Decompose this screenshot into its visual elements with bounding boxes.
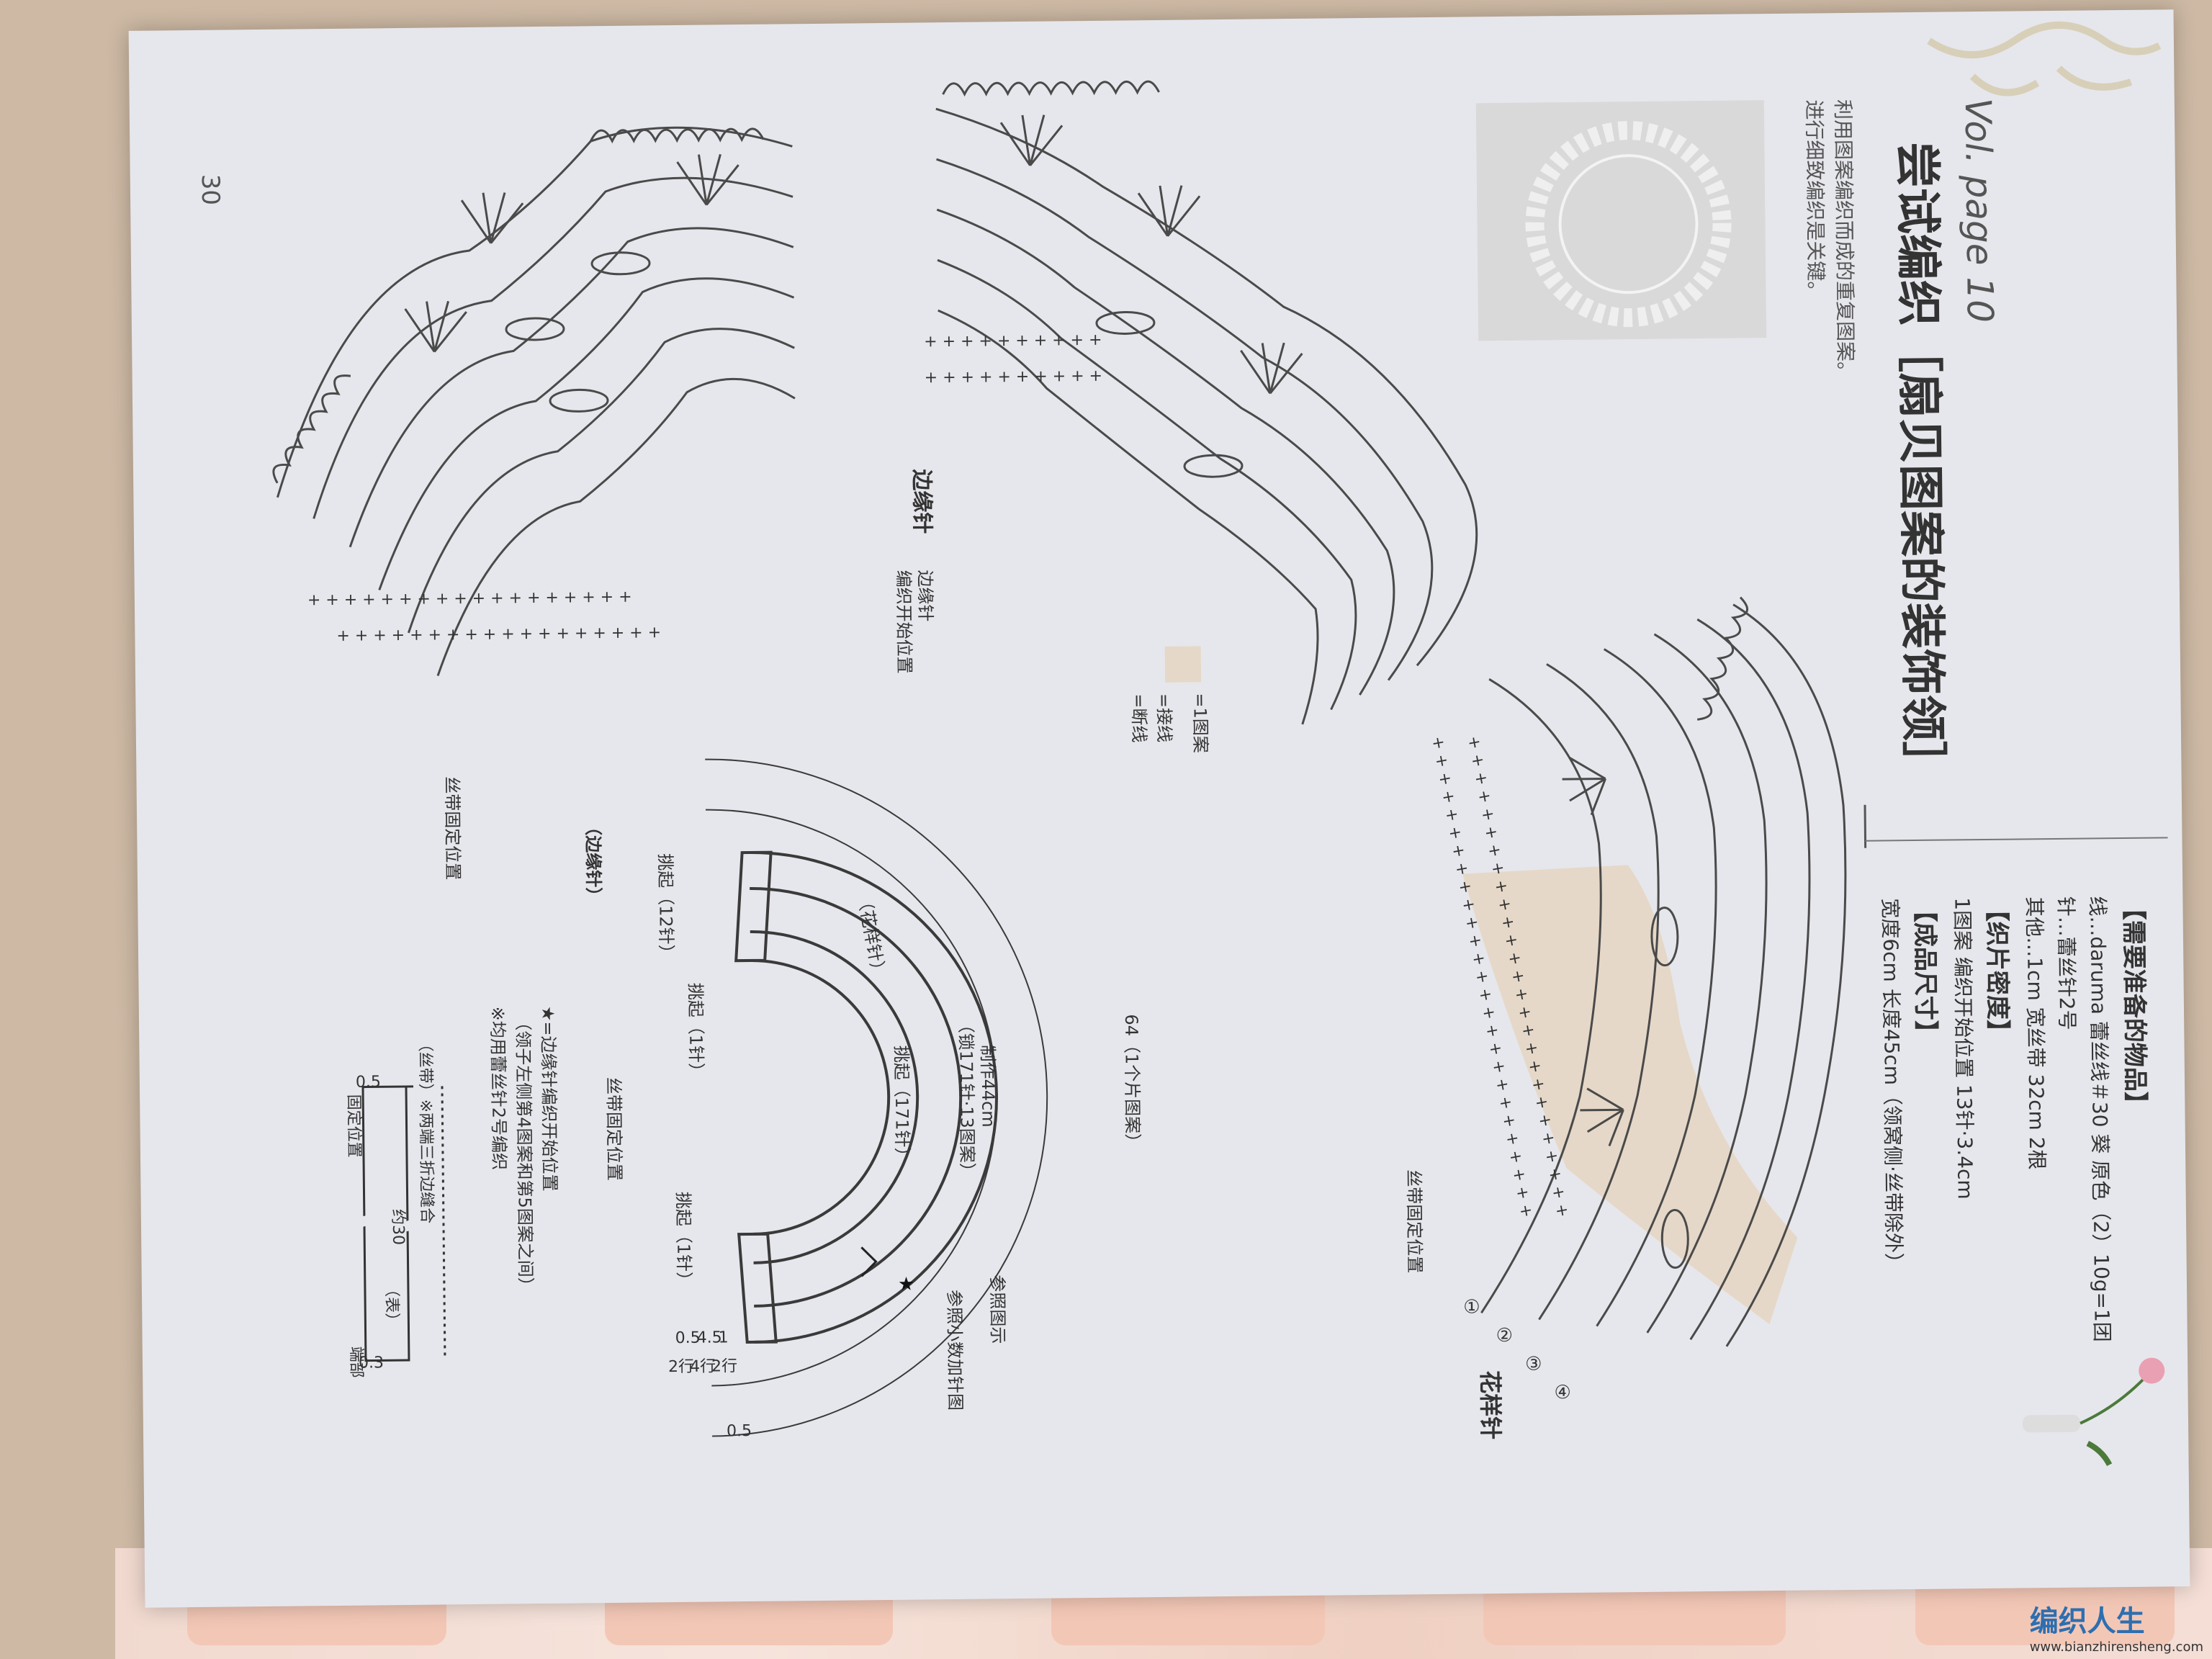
upper-chart-left-fans [404, 153, 739, 413]
svg-text:端部: 端部 [347, 1346, 365, 1378]
svg-text:0.5: 0.5 [675, 1329, 701, 1347]
legend-join-yarn: =接线 [1154, 693, 1174, 742]
svg-text:2行: 2行 [711, 1357, 737, 1375]
svg-text:（领子左侧第4图案和第5图案之间）: （领子左侧第4图案和第5图案之间） [513, 1013, 536, 1295]
svg-text:参照小数加针图: 参照小数加针图 [944, 1290, 966, 1411]
svg-text:4行: 4行 [690, 1357, 716, 1375]
svg-text:其他…1cm 宽丝带 32cm 2根: 其他…1cm 宽丝带 32cm 2根 [2022, 896, 2049, 1170]
svg-text:4.5: 4.5 [697, 1328, 722, 1346]
svg-text:①: ① [1463, 1296, 1480, 1318]
svg-text:【需要准备的物品】: 【需要准备的物品】 [2118, 896, 2149, 1116]
legend-pattern-unit: =1图案 [1190, 693, 1210, 753]
svg-text:+ + + + + + + + + +: + + + + + + + + + + [925, 367, 1103, 387]
svg-text:挑起（1针）: 挑起（1针） [673, 1192, 694, 1290]
ribbon-labels: 约30 （丝带）※两端三折边缝合 （表） 固定位置 端部 0.5 0.3 [344, 1036, 436, 1378]
ribbon-position-left: 丝带固定位置 [441, 776, 463, 880]
edge-stitch-start-position: 编织开始位置 [894, 570, 915, 674]
site-watermark: 编织人生 www.bianzhirensheng.com [2030, 1598, 2203, 1655]
legend-cut-yarn: =断线 [1128, 693, 1149, 742]
svg-text:+ + + + + + + + + +: + + + + + + + + + + [924, 331, 1102, 351]
svg-text:（表）: （表） [382, 1281, 401, 1328]
edge-stitch-label: 边缘针 [909, 469, 935, 534]
pattern-stitch-label: 花样针 [1476, 1370, 1504, 1439]
svg-text:参照图示: 参照图示 [987, 1274, 1008, 1344]
rose-decoration [2022, 1357, 2165, 1467]
svg-text:④: ④ [1554, 1382, 1571, 1403]
svg-text:1: 1 [719, 1328, 729, 1346]
svg-text:宽度6cm 长度45cm（领窝侧·丝带除外）: 宽度6cm 长度45cm（领窝侧·丝带除外） [1878, 898, 1905, 1273]
svg-text:0.5: 0.5 [356, 1073, 381, 1091]
svg-text:64（1个片图案）: 64（1个片图案） [1121, 1014, 1143, 1151]
edge-stitch-start-label: 边缘针 [915, 570, 936, 621]
svg-text:约30: 约30 [389, 1209, 408, 1245]
header-title: 尝试编织［扇贝图案的装饰领］ [1889, 142, 1949, 788]
svg-text:（锁171针·13图案）: （锁171针·13图案） [956, 1016, 977, 1180]
lower-chart [1480, 596, 1847, 1347]
header-subtitle: Vol. page 10 [1957, 98, 2001, 323]
row-markers: ① ② ③ ④ [1463, 1296, 1571, 1403]
svg-text:【成品尺寸】: 【成品尺寸】 [1910, 898, 1940, 1045]
watermark-brand: 编织人生 [2029, 1605, 2145, 1638]
svg-text:丝带固定位置: 丝带固定位置 [603, 1077, 625, 1181]
ribbon-diagram [354, 1085, 446, 1362]
svg-text:2行: 2行 [668, 1358, 694, 1376]
page-graphics: 30 Vol. page 10 尝试编织［扇贝图案的装饰领］ 利用图案编织而成的… [196, 21, 2168, 1467]
svg-text:★=边缘针编织开始位置: ★=边缘针编织开始位置 [538, 1006, 560, 1192]
svg-text:制作44cm: 制作44cm [977, 1044, 998, 1127]
upper-chart-right-plus-row: + + + + + + + + + + + + + + + + + + + + [924, 331, 1102, 387]
svg-text:【织片密度】: 【织片密度】 [1982, 897, 2012, 1044]
upper-chart-right [935, 80, 1478, 725]
watermark-url: www.bianzhirensheng.com [2029, 1640, 2203, 1655]
lace-ornament [1927, 21, 2162, 96]
page-number: 30 [196, 174, 225, 206]
svg-text:线…daruma 蕾丝线＃30 葵 原色（2）10g=1团: 线…daruma 蕾丝线＃30 葵 原色（2）10g=1团 [2085, 896, 2113, 1342]
upper-chart-left [272, 126, 796, 676]
svg-text:0.5: 0.5 [727, 1422, 752, 1440]
upper-chart-left-plus-row: + + + + + + + + + + + + + + + + + + + + … [307, 588, 661, 645]
book-page: 30 Vol. page 10 尝试编织［扇贝图案的装饰领］ 利用图案编织而成的… [128, 9, 2190, 1608]
svg-text:挑起（12针）: 挑起（12针） [655, 853, 677, 962]
svg-text:1图案 编织开始位置 13针·3.4cm: 1图案 编织开始位置 13针·3.4cm [1950, 897, 1977, 1200]
divider [1865, 837, 2168, 842]
start-star: ★ [898, 1274, 915, 1295]
header-intro-2: 进行细致编织是关键。 [1802, 99, 1828, 301]
upper-chart-right-fans [999, 114, 1303, 478]
svg-text:0.3: 0.3 [359, 1354, 384, 1372]
svg-text:挑起（171针）: 挑起（171针） [891, 1046, 912, 1165]
svg-text:（边缘针）: （边缘针） [583, 818, 603, 904]
svg-text:②: ② [1496, 1325, 1514, 1346]
svg-text:③: ③ [1525, 1353, 1542, 1375]
svg-text:※均用蕾丝针2号编织: ※均用蕾丝针2号编织 [487, 1006, 509, 1170]
header-intro-1: 利用图案编织而成的重复图案。 [1831, 99, 1858, 382]
materials-block: 【需要准备的物品】 线…daruma 蕾丝线＃30 葵 原色（2）10g=1团 … [1878, 896, 2149, 1342]
svg-text:（丝带）※两端三折边缝合: （丝带）※两端三折边缝合 [415, 1036, 436, 1224]
ribbon-position-right: 丝带固定位置 [1403, 1169, 1425, 1273]
collar-photo-doily [1525, 121, 1732, 328]
schematic-dimensions: 0.5 2行 4.5 4行 1 2行 0.5 [668, 1328, 752, 1440]
collar-schematic [705, 758, 1048, 1437]
svg-text:挑起（1针）: 挑起（1针） [685, 983, 706, 1081]
svg-text:固定位置: 固定位置 [344, 1094, 363, 1158]
lower-chart-highlight [1462, 865, 1798, 1325]
lower-chart-fans [1562, 756, 1689, 1269]
svg-text:+ + + + + + + + + + + + + + +: + + + + + + + + + + + + + + + + + + [307, 588, 632, 610]
legend-pattern-swatch [1164, 646, 1202, 683]
svg-text:+ + + + + + + + + + + + + + +: + + + + + + + + + + + + + + + + + + [336, 624, 661, 645]
svg-text:针…蕾丝针2号: 针…蕾丝针2号 [2054, 896, 2079, 1030]
